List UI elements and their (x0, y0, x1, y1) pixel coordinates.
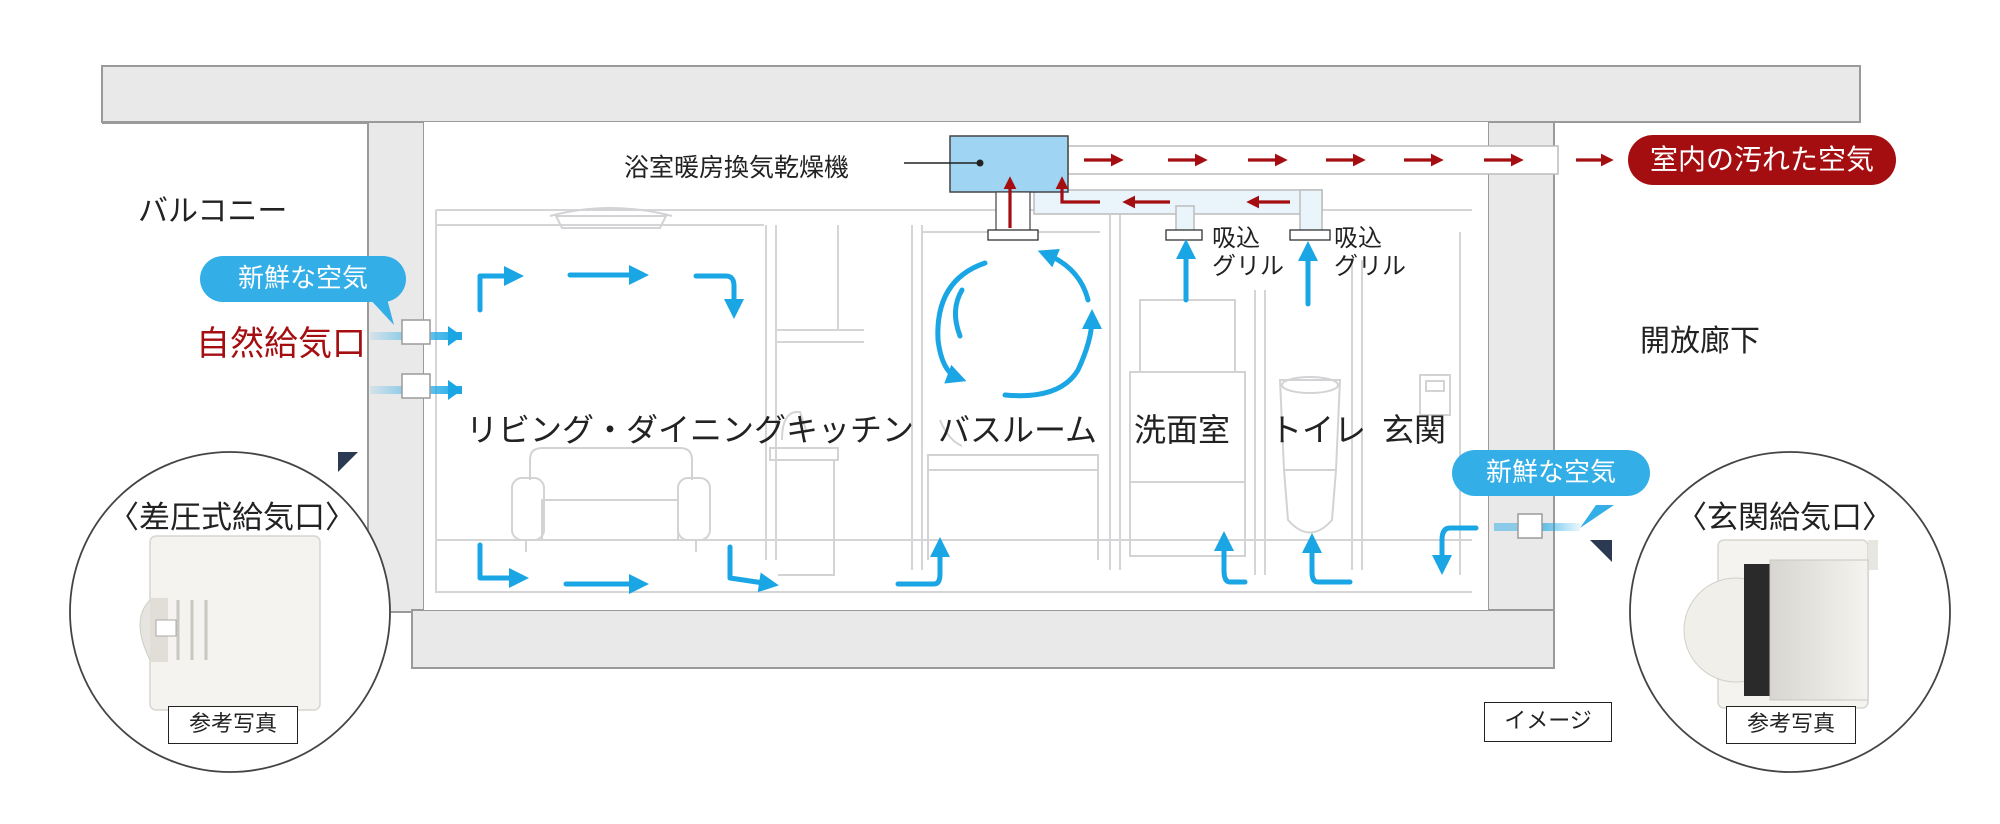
grille-1-line2: グリル (1212, 252, 1284, 280)
callout-pointers (338, 452, 1612, 562)
wall-vent-fittings (401, 319, 1543, 539)
room-toilet: トイレ (1270, 411, 1367, 449)
corridor-label: 開放廊下 (1640, 324, 1760, 359)
fresh-air-arrows (477, 239, 1479, 594)
kitchen-outline (769, 410, 839, 576)
dirty-air-pill: 室内の汚れた空気 (1628, 135, 1896, 185)
grille-1-line1: 吸込 (1212, 224, 1260, 252)
room-entrance: 玄関 (1382, 411, 1447, 449)
exhaust-arrows (1003, 153, 1614, 228)
image-note: イメージ (1484, 702, 1612, 742)
left-inset-caption: 参考写真 (168, 706, 298, 744)
right-inset (1629, 451, 1951, 773)
intercom-outline (1419, 374, 1451, 416)
left-bubble-tail (366, 295, 394, 325)
right-bubble-tail (1580, 505, 1614, 528)
right-inset-title: 〈玄関給気口〉 (1676, 500, 1893, 536)
right-inset-caption: 参考写真 (1726, 706, 1856, 744)
room-living: リビング・ダイニング (466, 411, 787, 449)
fresh-air-bubble-right: 新鮮な空気 (1452, 450, 1650, 496)
natural-inlet-label: 自然給気口 (196, 324, 366, 364)
grille-label-1: 吸込 グリル (1212, 224, 1284, 280)
sofa-outline (511, 447, 711, 552)
grille-2-line1: 吸込 (1334, 224, 1382, 252)
bathtub-outline (927, 419, 1099, 560)
room-bath: バスルーム (938, 411, 1098, 449)
left-inset-title: 〈差圧式給気口〉 (108, 500, 356, 536)
toilet-outline (1278, 376, 1342, 534)
fresh-air-bubble-left: 新鮮な空気 (200, 256, 406, 302)
left-inset (69, 451, 391, 773)
ceiling-light (549, 207, 673, 229)
grille-label-2: 吸込 グリル (1334, 224, 1406, 280)
balcony-label: バルコニー (138, 194, 288, 229)
grille-2-line2: グリル (1334, 252, 1406, 280)
room-washroom: 洗面室 (1134, 411, 1231, 449)
unit-label: 浴室暖房換気乾燥機 (624, 153, 850, 182)
room-kitchen: キッチン (786, 411, 915, 449)
